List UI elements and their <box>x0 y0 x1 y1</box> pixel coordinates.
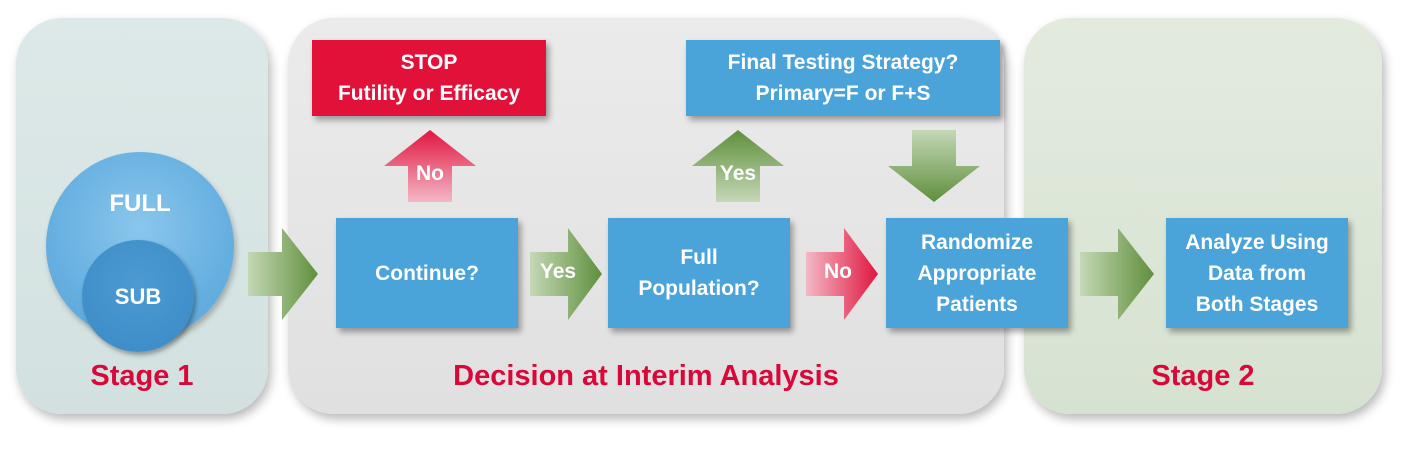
stage-2-label: Stage 2 <box>1151 360 1255 392</box>
analyze-line-2: Data from <box>1207 261 1306 285</box>
full-no-label: No <box>824 260 852 283</box>
interim-analysis-label: Decision at Interim Analysis <box>453 360 839 392</box>
full-population-box: Full Population? <box>608 218 790 328</box>
stop-box: STOP Futility or Efficacy <box>312 40 546 116</box>
randomize-line-3: Patients <box>936 292 1018 316</box>
arrow-continue-no <box>384 130 476 202</box>
arrow-randomize-to-analyze <box>1080 228 1154 320</box>
subpopulation-circle: SUB <box>82 240 194 352</box>
randomize-line-2: Appropriate <box>917 261 1037 285</box>
arrow-full-no <box>806 228 878 320</box>
analyze-line-3: Both Stages <box>1195 292 1319 316</box>
final-testing-line-1: Final Testing Strategy? <box>727 51 959 74</box>
stage-1-label: Stage 1 <box>90 360 194 392</box>
full-yes-label: Yes <box>719 162 757 185</box>
analyze-box: Analyze Using Data from Both Stages <box>1166 218 1348 328</box>
randomize-line-1: Randomize <box>920 230 1033 254</box>
randomize-box: Randomize Appropriate Patients <box>886 218 1068 328</box>
continue-no-label: No <box>416 162 444 185</box>
continue-yes-label: Yes <box>539 260 577 283</box>
full-population-line-1: Full <box>680 246 718 269</box>
sub-circle-label: SUB <box>114 284 162 309</box>
arrow-continue-yes <box>530 228 602 320</box>
full-population-line-2: Population? <box>638 277 760 300</box>
final-testing-line-2: Primary=F or F+S <box>755 82 931 105</box>
stop-box-line-2: Futility or Efficacy <box>337 82 521 105</box>
final-testing-strategy-box: Final Testing Strategy? Primary=F or F+S <box>686 40 1000 116</box>
arrow-stage1-to-interim <box>248 228 318 320</box>
continue-box: Continue? <box>336 218 518 328</box>
full-circle-label: FULL <box>109 190 171 217</box>
arrow-final-testing-to-randomize <box>888 130 980 202</box>
stage-2-panel <box>1024 18 1382 414</box>
arrow-full-yes <box>692 130 784 202</box>
analyze-line-1: Analyze Using <box>1185 230 1329 254</box>
stop-box-line-1: STOP <box>400 51 458 74</box>
continue-box-label: Continue? <box>375 261 479 285</box>
